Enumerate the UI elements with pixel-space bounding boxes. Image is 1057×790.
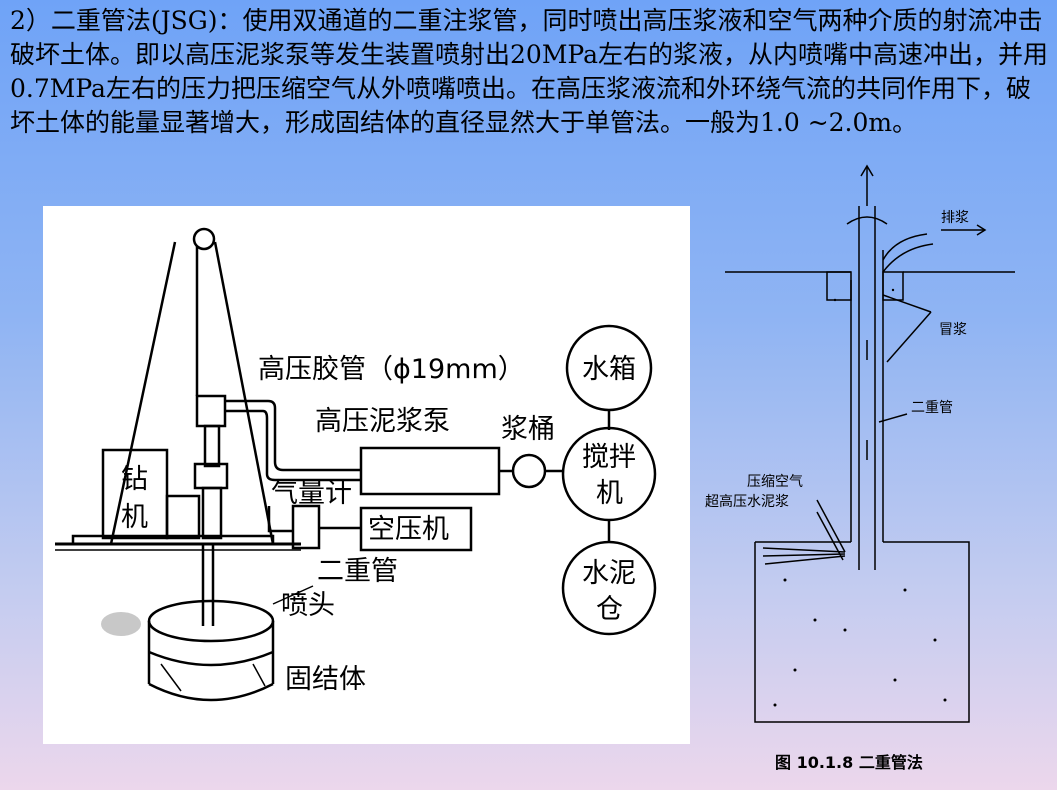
nozzle-leader [272,585,314,605]
drill-rig-box [101,448,169,540]
air-leader [816,499,846,553]
label-gas-meter: 气量计 [271,478,352,509]
slurry-bucket-circle [511,453,547,489]
solid-body-top [147,599,275,643]
jet-lines [762,547,846,565]
label-drain: 排浆 [941,210,969,226]
equipment-diagram-svg: 高压胶管（ϕ19mm） 高压泥浆泵 浆桶 水箱 搅拌 机 水泥 仓 钻 机 气量… [55,227,657,702]
swivel-column [203,424,221,468]
mast-right-leg [213,241,275,545]
section-diagram: 排浆 冒浆 二重管 压缩空气 超高压水泥浆 图 10.1.8 二重管法 [695,160,1057,790]
cement-silo-circle [561,540,657,636]
label-water-tank: 水箱 [582,354,636,385]
solid-body-hatch-2 [252,663,266,687]
collar-right [882,271,904,301]
hp-hose-inner [225,409,361,482]
overflow-leader-2 [882,294,932,313]
compressor-box [359,506,473,552]
label-cement-2: 仓 [596,594,623,625]
label-double-tube: 二重管 [317,556,398,587]
label-ultra-slurry: 超高压水泥浆 [705,493,789,510]
label-mud-pump: 高压泥浆泵 [315,406,450,437]
equipment-diagram: 高压胶管（ϕ19mm） 高压泥浆泵 浆桶 水箱 搅拌 机 水泥 仓 钻 机 气量… [43,206,690,744]
label-hp-hose: 高压胶管（ϕ19mm） [258,354,525,385]
swivel-lower [201,486,223,540]
label-slurry-bucket: 浆桶 [501,414,555,445]
label-compressor: 空压机 [368,514,449,545]
mast-left-leg [109,241,177,545]
gas-meter-box [291,504,321,550]
mast-pulley [192,227,216,251]
label-cement-1: 水泥 [582,558,636,589]
solid-body-hatch-1 [160,663,182,692]
label-compressed-air: 压缩空气 [747,474,803,490]
label-solid-body: 固结体 [285,664,366,695]
double-tube-leader [878,413,908,423]
label-double-tube-r: 二重管 [911,400,953,416]
swivel-head [195,394,227,428]
slurry-leader [816,511,844,561]
drain-pipe-2 [882,243,934,273]
slide-paragraph: 2）二重管法(JSG)：使用双通道的二重注浆管，同时喷出高压浆液和空气两种介质的… [10,6,1049,137]
label-nozzle: 喷头 [281,590,335,621]
smudge [101,612,141,636]
gas-line [267,506,293,533]
section-diagram-svg: 排浆 冒浆 二重管 压缩空气 超高压水泥浆 图 10.1.8 二重管法 [705,164,1015,772]
label-drill-2: 机 [121,502,148,533]
solid-body-outline [754,541,970,723]
label-drill-1: 钻 [121,464,148,495]
swivel-clamp [193,462,229,490]
figure-caption: 图 10.1.8 二重管法 [775,753,923,772]
mud-pump-box [359,446,501,496]
label-mixer-1: 搅拌 [582,442,636,473]
solid-body-bottom [148,682,274,702]
rotation-arc [846,216,888,225]
gravel-dots [773,288,947,707]
label-overflow: 冒浆 [939,322,967,338]
drill-motor-box [165,494,201,540]
drain-arrow-head [976,224,987,236]
top-arrow-head [860,164,874,177]
label-mixer-2: 机 [596,478,623,509]
hp-hose-outer [225,399,361,472]
collar-left [826,271,852,301]
overflow-leader-1 [886,311,932,363]
solid-body-mid [148,650,274,667]
drain-pipe-1 [882,233,928,261]
rig-base-plate [71,534,275,546]
